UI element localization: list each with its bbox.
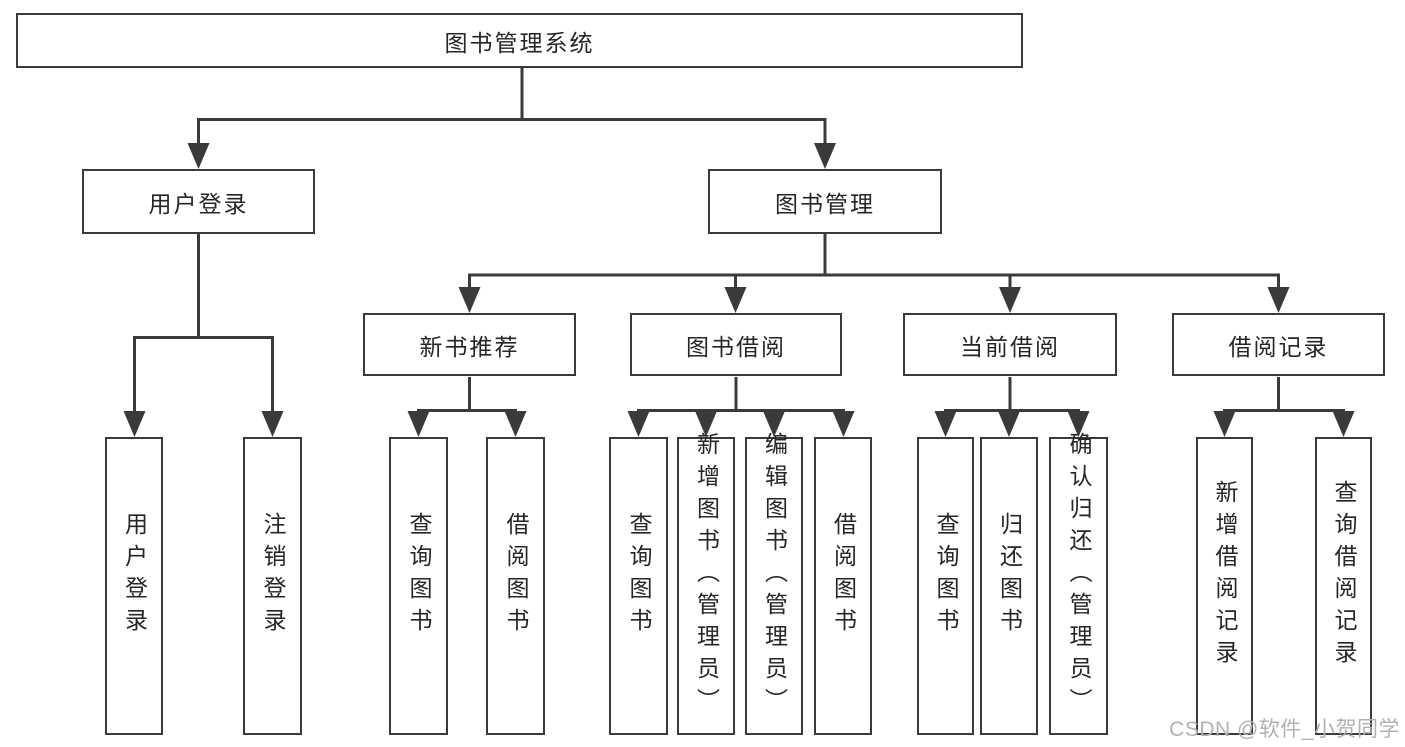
node-borrow-book: 借阅图书 [814, 437, 872, 735]
node-current-borrow: 当前借阅 [903, 313, 1117, 376]
arrow-head [1332, 411, 1355, 437]
connector-user-login-children [133, 234, 274, 413]
arrow-head [814, 143, 836, 169]
arrow-head [504, 411, 527, 437]
arrow-head [123, 411, 146, 437]
arrow-head [832, 411, 855, 437]
node-query-borrow-record: 查询借阅记录 [1315, 437, 1372, 735]
node-book-management-branch: 图书管理 [708, 169, 942, 234]
connector-current-borrow-children [944, 377, 1080, 414]
arrow-head [999, 287, 1021, 313]
arrow-head [261, 411, 284, 437]
node-library-system: 图书管理系统 [16, 13, 1023, 68]
node-add-borrow-record: 新增借阅记录 [1196, 437, 1253, 735]
node-user-login-branch: 用户登录 [82, 169, 315, 234]
arrow-head [724, 287, 747, 313]
node-logout: 注销登录 [243, 437, 302, 735]
node-borrow-records: 借阅记录 [1172, 313, 1385, 376]
arrow-head [1213, 411, 1236, 437]
node-return-book: 归还图书 [980, 437, 1038, 735]
connector-book-borrow-children [637, 377, 845, 414]
arrow-head [458, 287, 481, 313]
arrow-head [407, 411, 430, 437]
arrow-head [1267, 287, 1290, 313]
connector-root-to-branches [197, 67, 827, 145]
arrow-heads [123, 143, 1355, 437]
arrow-head [187, 143, 210, 169]
connector-book-management-children [468, 234, 1280, 289]
node-confirm-return-admin: 确认归还（管理员） [1049, 432, 1108, 735]
node-query-books-current: 查询图书 [917, 437, 974, 735]
watermark-text: CSDN @软件_小贺同学 [1169, 718, 1400, 741]
connector-new-book-children [417, 377, 517, 414]
arrow-head [763, 411, 785, 437]
node-edit-book-admin: 编辑图书（管理员） [745, 432, 803, 735]
node-login: 用户登录 [105, 437, 163, 735]
arrow-head [998, 411, 1020, 437]
node-book-borrow: 图书借阅 [630, 313, 842, 376]
node-new-book-recommend: 新书推荐 [363, 313, 576, 376]
node-add-book-admin: 新增图书（管理员） [677, 432, 735, 735]
arrow-head [934, 411, 957, 437]
node-query-books-recommend: 查询图书 [389, 437, 448, 735]
node-borrow-book-recommend: 借阅图书 [486, 437, 545, 735]
connector-borrow-records-children [1223, 377, 1345, 414]
node-query-books-borrow: 查询图书 [609, 437, 668, 735]
arrow-head [1067, 411, 1090, 437]
arrow-head [627, 411, 650, 437]
arrow-head [695, 411, 717, 437]
